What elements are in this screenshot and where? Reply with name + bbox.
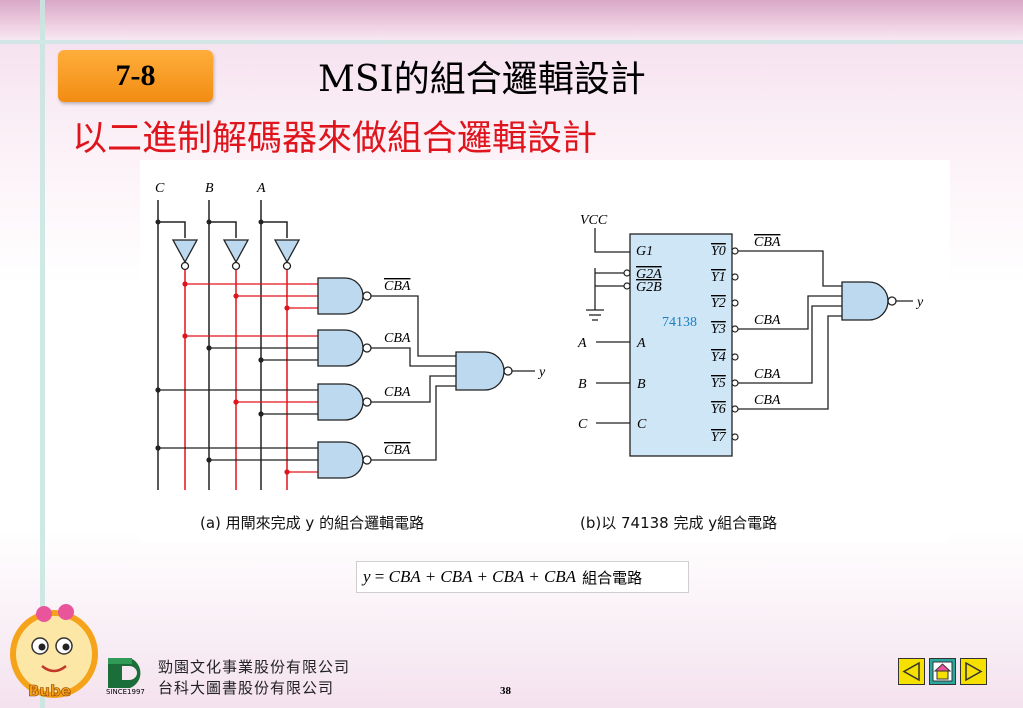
slide-title: MSI的組合邏輯設計: [318, 59, 646, 100]
home-button[interactable]: [929, 658, 956, 685]
pin-y3: Y3: [711, 322, 726, 337]
input-label-b-a: A: [577, 336, 587, 351]
svg-text:Bube: Bube: [28, 682, 71, 700]
since-label: SINCE1997: [106, 688, 145, 696]
final-nand-gate-b: [841, 281, 897, 321]
pin-a: A: [636, 336, 646, 351]
pin-y6: Y6: [711, 402, 726, 417]
input-wires-b: [596, 341, 630, 424]
final-nand-gate: [455, 351, 513, 391]
pin-y5: Y5: [711, 376, 726, 391]
top-band: [0, 0, 1023, 40]
input-label-a: A: [256, 181, 266, 196]
input-label-b-c: C: [578, 417, 588, 432]
pin-y1: Y1: [711, 270, 726, 285]
caption-a: (a) 用閘來完成 y 的組合邏輯電路: [200, 514, 425, 532]
page-number: 38: [500, 685, 511, 697]
pin-y0: Y0: [711, 244, 726, 259]
used-label-y6: CBA: [754, 393, 781, 408]
slide-subtitle: 以二進制解碼器來做組合邏輯設計: [72, 119, 598, 159]
output-label-b: y: [915, 295, 924, 310]
chip-label: 74138: [662, 315, 697, 330]
pin-g1: G1: [636, 244, 653, 259]
inverted-input-lines: [184, 270, 288, 490]
next-button[interactable]: [960, 658, 987, 685]
gate-label-4: CBA: [384, 443, 411, 458]
output-label-a: y: [537, 365, 546, 380]
input-label-b: B: [205, 181, 214, 196]
decor-horizontal-line: [0, 40, 1023, 44]
output-pins: Y0 Y1 Y2 Y3 Y4 Y5 Y6 Y7: [711, 244, 727, 445]
gate-label-3: CBA: [384, 385, 411, 400]
publisher-line-1: 勁園文化事業股份有限公司: [158, 658, 351, 676]
used-label-y5: CBA: [754, 367, 781, 382]
vcc-label: VCC: [580, 213, 608, 228]
output-bubbles: [731, 247, 739, 441]
caption-b: (b)以 74138 完成 y組合電路: [580, 514, 778, 532]
gate-label-2: CBA: [384, 331, 411, 346]
chip-74138: [629, 233, 733, 457]
used-label-y3: CBA: [754, 313, 781, 328]
home-icon: [932, 661, 953, 682]
formula-rhs: CBA + CBA + CBA + CBA: [388, 567, 577, 586]
triangle-left-icon: [902, 661, 920, 682]
formula-suffix: 組合電路: [582, 568, 643, 587]
triangle-right-icon: [965, 661, 983, 682]
decoder-output-wires: [738, 250, 844, 410]
section-badge: 7-8: [58, 50, 213, 102]
pin-y2: Y2: [711, 296, 726, 311]
junction-dots: [155, 219, 264, 225]
gate-input-dots: [155, 281, 290, 475]
pin-g2a: G2A: [636, 267, 662, 282]
gate-output-wires: [371, 295, 456, 461]
formula-box: y = CBA + CBA + CBA + CBA 組合電路: [356, 561, 689, 593]
prev-button[interactable]: [898, 658, 925, 685]
input-label-b-b: B: [578, 377, 587, 392]
gate-input-wires: [158, 283, 320, 473]
formula-lhs: y: [363, 567, 371, 586]
inverters: [171, 239, 301, 271]
decor-vertical-line: [40, 0, 45, 708]
bube-mascot-icon: Bube: [10, 604, 98, 700]
gate-label-1: CBA: [384, 279, 411, 294]
publisher-line-2: 台科大圖書股份有限公司: [158, 679, 335, 697]
pin-y7: Y7: [711, 430, 727, 445]
publisher-logo-icon: [108, 658, 141, 688]
enable-wiring: [586, 228, 630, 321]
circuit-figure: C B A: [140, 160, 950, 542]
used-label-y0: CBA: [754, 235, 781, 250]
pin-b: B: [637, 377, 646, 392]
nand-gates: [317, 277, 372, 479]
true-input-lines: [157, 200, 288, 490]
pin-c: C: [637, 417, 647, 432]
input-label-c: C: [155, 181, 165, 196]
pin-y4: Y4: [711, 350, 726, 365]
pin-g2b: G2B: [636, 280, 662, 295]
